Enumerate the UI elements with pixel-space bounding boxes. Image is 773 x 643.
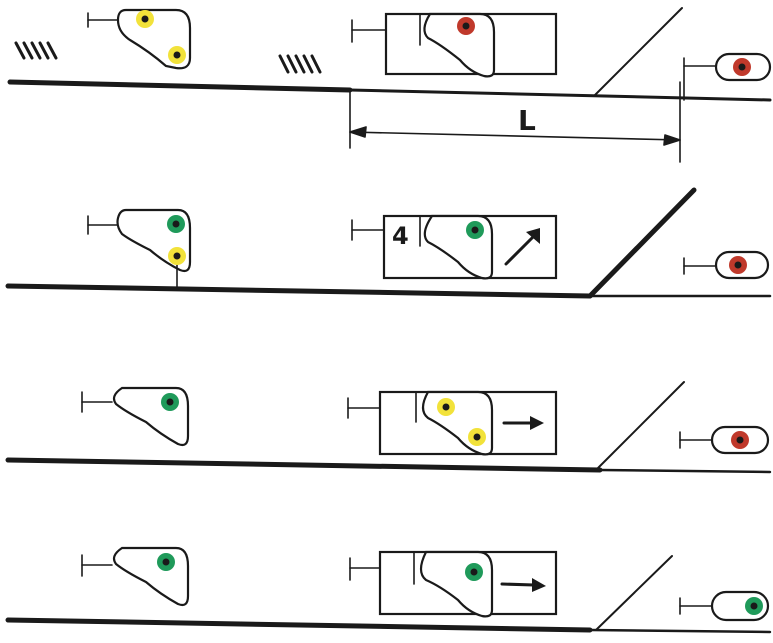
track-line [5, 283, 593, 299]
hatch-marks-left [14, 41, 58, 60]
track-line [7, 79, 353, 93]
main-signal [347, 390, 558, 456]
distant-signal [87, 8, 192, 70]
straight-arrow-icon [500, 578, 546, 592]
hatch-marks-mid [278, 54, 322, 74]
diverging-track [595, 555, 673, 631]
distant-signal [81, 546, 190, 607]
diverging-track [594, 7, 683, 96]
row-3 [5, 381, 772, 474]
shunting-signal [683, 250, 770, 280]
distance-label: L [518, 104, 536, 137]
track-line-right [588, 628, 772, 634]
track-line [5, 617, 593, 633]
diverging-track [597, 381, 685, 469]
distance-marker: L [349, 81, 681, 163]
diverging-track [587, 187, 697, 299]
main-signal [349, 550, 558, 618]
row-1: L [7, 7, 772, 163]
main-signal: 4 [351, 214, 558, 280]
distant-signal [87, 208, 192, 291]
shunting-signal [679, 425, 770, 455]
track-line-right [348, 88, 772, 102]
shunting-signal [679, 590, 770, 622]
row-4 [5, 546, 772, 634]
shunting-signal [683, 52, 772, 101]
row-2: 4 [5, 187, 772, 299]
route-indicator-digit: 4 [392, 222, 409, 250]
track-line-right [598, 468, 772, 474]
distant-signal [81, 386, 190, 447]
diagonal-arrow-icon [504, 228, 540, 266]
main-signal [351, 12, 558, 78]
track-line [5, 457, 603, 473]
straight-arrow-icon [502, 416, 544, 430]
